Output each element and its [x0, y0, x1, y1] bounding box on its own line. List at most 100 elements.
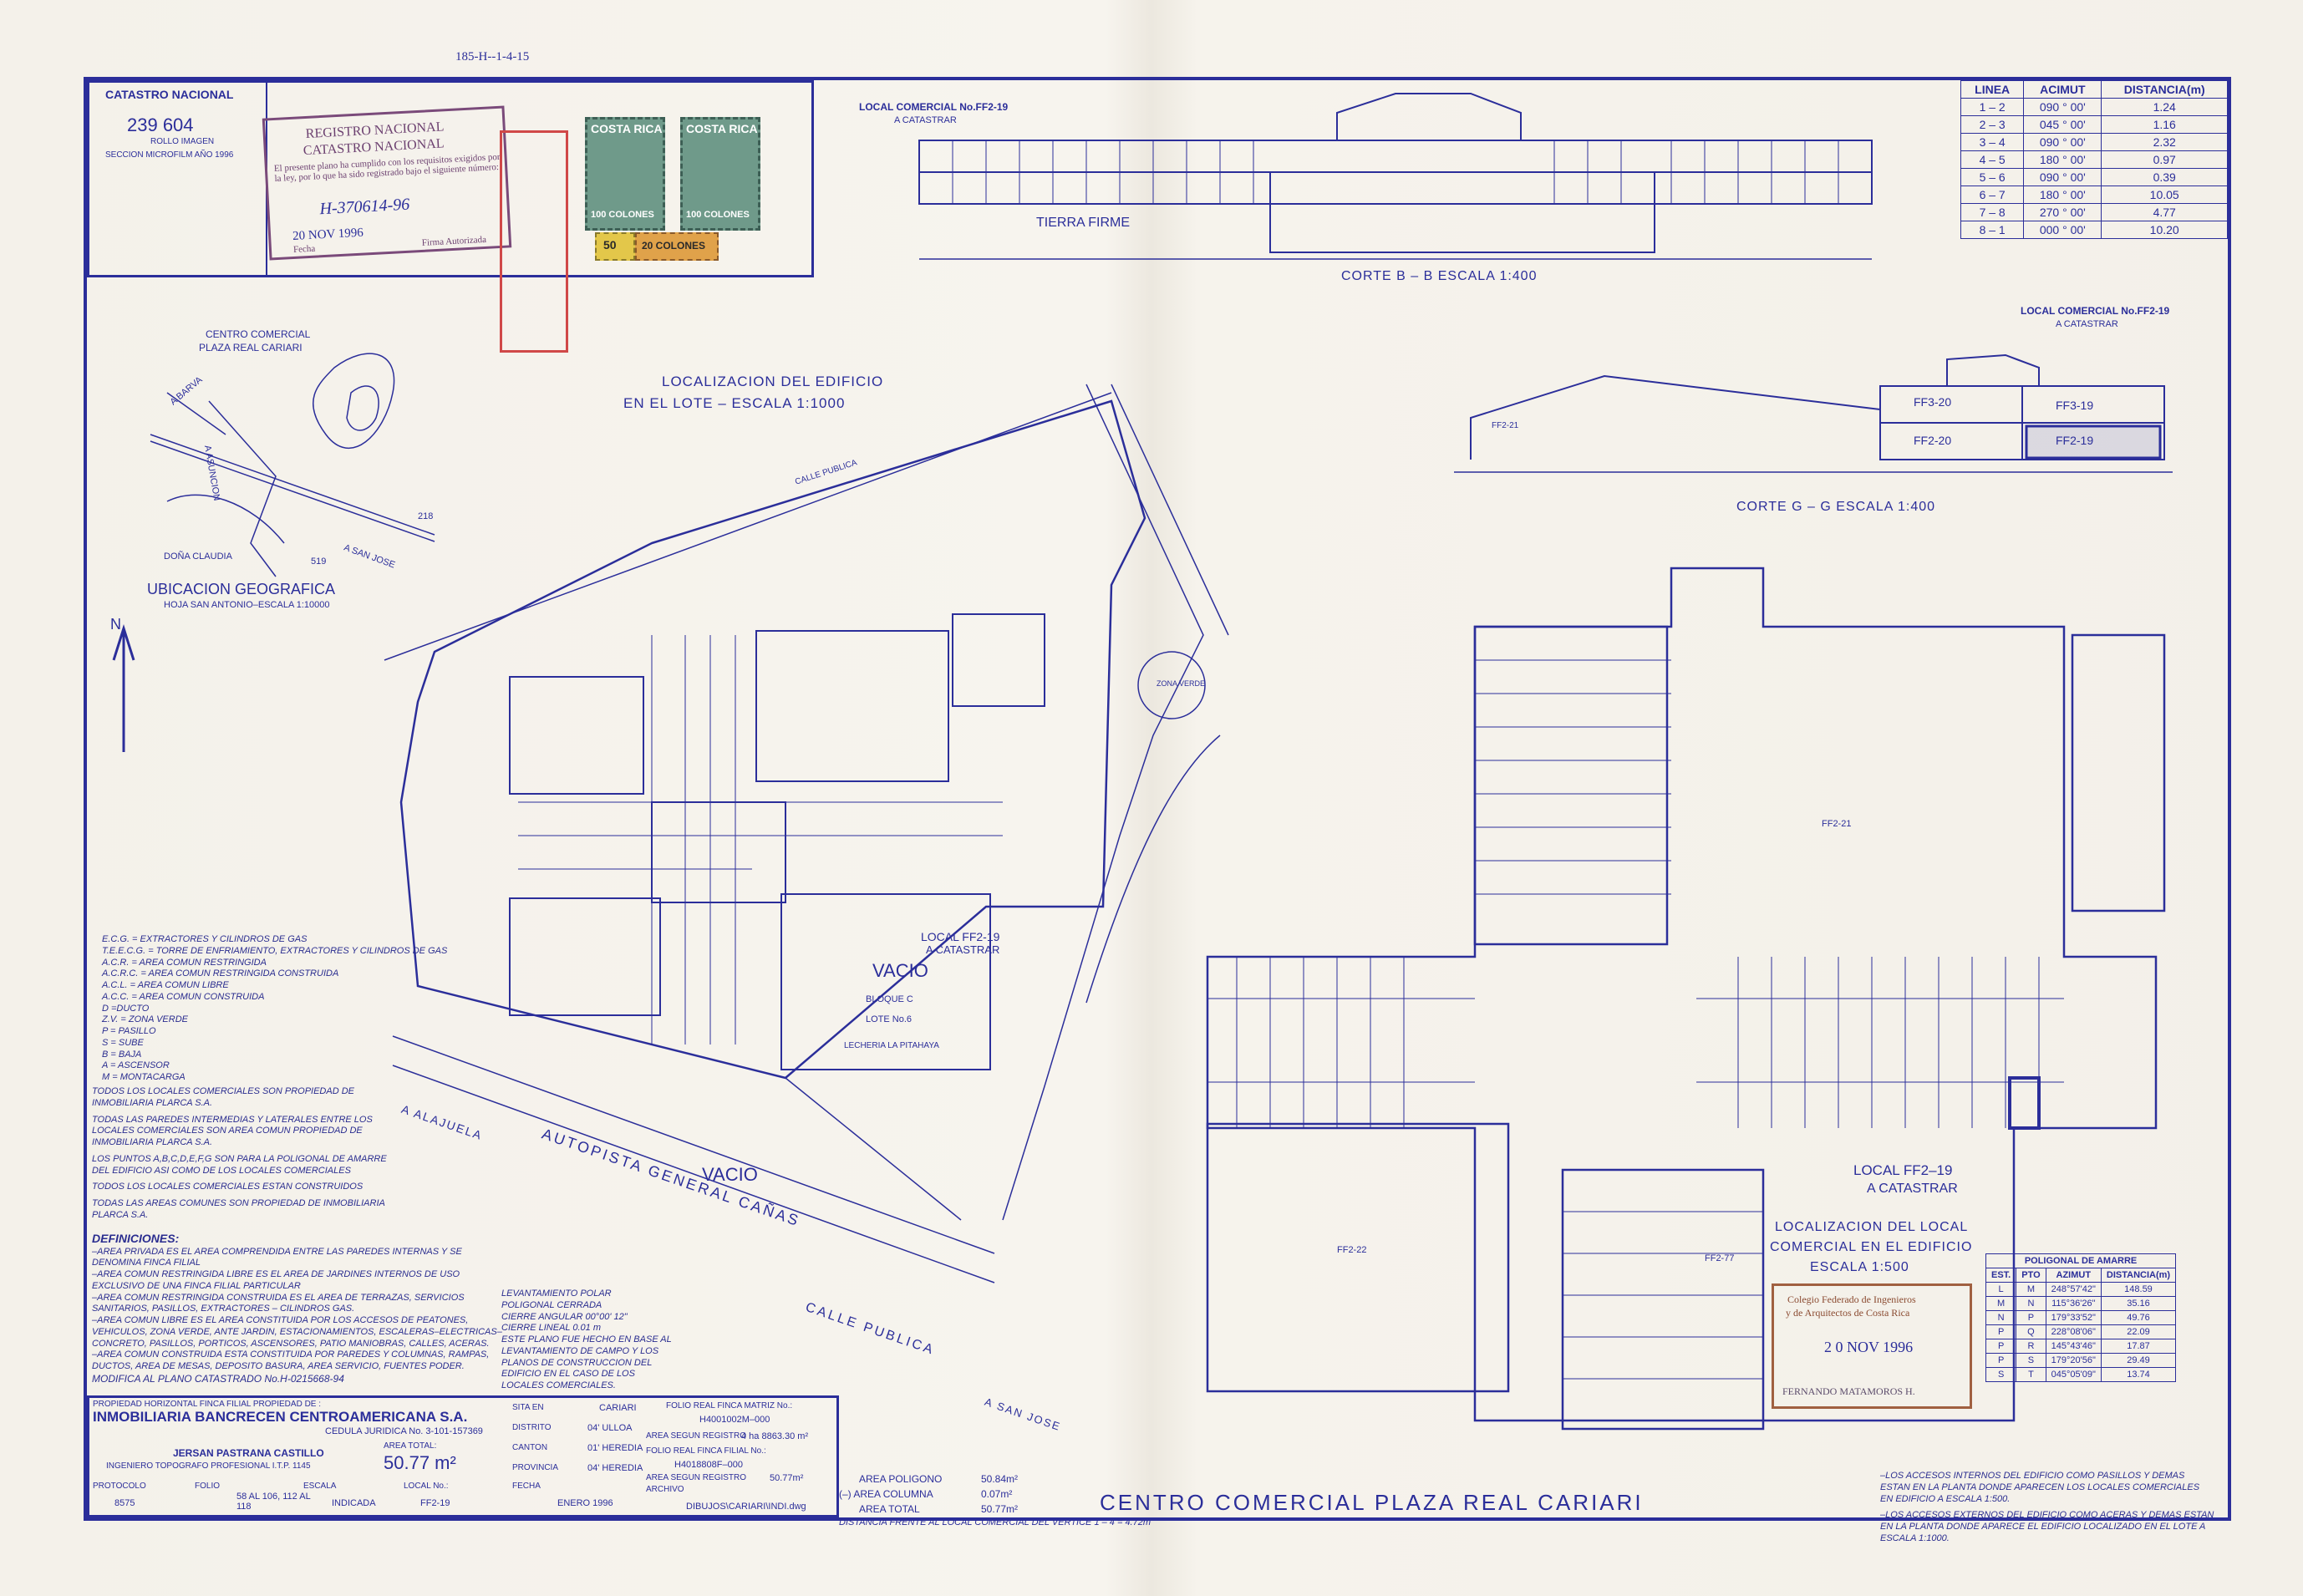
- poligonal-cell: R: [2016, 1339, 2046, 1354]
- rumbos-cell: 1.16: [2101, 115, 2228, 134]
- bottom-note-item: –LOS ACCESOS EXTERNOS DEL EDIFICIO COMO …: [1880, 1510, 2214, 1543]
- legend-item: A.C.C. = AREA COMUN CONSTRUIDA: [102, 991, 265, 1002]
- registro-firma-label: Firma Autorizada: [421, 234, 487, 248]
- floor-unit-ff2-21: FF2-21: [1822, 819, 1852, 829]
- ubicacion-subtitle: HOJA SAN ANTONIO–ESCALA 1:10000: [164, 600, 330, 610]
- tb-area-registro-2: 50.77m²: [770, 1473, 804, 1483]
- bb-ground-label: TIERRA FIRME: [1036, 216, 1131, 230]
- tb-folio-matriz-label: FOLIO REAL FINCA MATRIZ No.:: [666, 1401, 793, 1410]
- rumbos-cell: 3 – 4: [1960, 133, 2025, 151]
- lote-local-sub: A CATASTRAR: [926, 943, 1000, 956]
- timbre-brand-2: COSTA RICA: [686, 122, 758, 135]
- colegio-line2: y de Arquitectos de Costa Rica: [1786, 1307, 1910, 1319]
- rumbos-cell: 180 ° 00': [2023, 150, 2102, 169]
- registro-fecha-label: Fecha: [292, 243, 316, 255]
- main-title: CENTRO COMERCIAL PLAZA REAL CARIARI: [1100, 1490, 1644, 1515]
- tb-local-label: LOCAL No.:: [404, 1482, 449, 1491]
- floor-title-1: LOCALIZACION DEL LOCAL: [1775, 1220, 1969, 1234]
- lote-lecheria: LECHERIA LA PITAHAYA: [844, 1041, 939, 1050]
- rumbos-cell: 10.20: [2101, 221, 2228, 239]
- ubicacion-label-dona-claudia: DOÑA CLAUDIA: [164, 551, 232, 562]
- poligonal-cell: S: [2016, 1353, 2046, 1368]
- lote-vacio-2: VACIO: [702, 1164, 758, 1185]
- gg-unit-ff2-21: FF2-21: [1492, 421, 1519, 430]
- definiciones-modifica: MODIFICA AL PLANO CATASTRADO No.H-021566…: [92, 1372, 344, 1385]
- general-notes: TODOS LOS LOCALES COMERCIALES SON PROPIE…: [92, 1086, 393, 1222]
- tb-archivo-label: ARCHIVO: [646, 1485, 684, 1494]
- abbreviation-legend: E.C.G. = EXTRACTORES Y CILINDROS DE GAS …: [102, 934, 447, 1084]
- rumbos-cell: 180 ° 00': [2023, 186, 2102, 204]
- north-arrow-label: N: [110, 616, 121, 633]
- poligonal-cell: P: [1985, 1339, 2017, 1354]
- lote-title-2: EN EL LOTE – ESCALA 1:1000: [623, 395, 846, 411]
- tb-distrito: 04' ULLOA: [587, 1423, 633, 1433]
- registro-date: 20 NOV 1996: [292, 226, 364, 243]
- poligonal-cell: 35.16: [2100, 1296, 2177, 1311]
- poligonal-header-azimut: AZIMUT: [2045, 1268, 2102, 1283]
- rumbos-cell: 1.24: [2101, 98, 2228, 116]
- rumbos-cell: 1 – 2: [1960, 98, 2025, 116]
- area-poligono: 50.84m²: [981, 1473, 1019, 1485]
- tb-protocolo-label: PROTOCOLO: [93, 1482, 146, 1491]
- poligonal-cell: 179°20'56": [2045, 1353, 2102, 1368]
- tb-folio-label: FOLIO: [195, 1482, 221, 1491]
- floor-local-label: LOCAL FF2–19: [1853, 1162, 1953, 1178]
- poligonal-cell: N: [1985, 1310, 2017, 1325]
- poligonal-cell: 248°57'42": [2045, 1282, 2102, 1297]
- lote-zona-verde: ZONA VERDE: [1157, 679, 1206, 688]
- area-total: 50.77m²: [981, 1503, 1019, 1515]
- gg-catastrar-label: A CATASTRAR: [2056, 319, 2118, 329]
- rumbos-cell: 045 ° 00': [2023, 115, 2102, 134]
- red-registry-stamp: [500, 130, 568, 353]
- rumbos-header-acimut: ACIMUT: [2023, 80, 2102, 99]
- note-item: TODOS LOS LOCALES COMERCIALES ESTAN CONS…: [92, 1182, 363, 1192]
- definicion-item: –AREA COMUN RESTRINGIDA CONSTRUIDA ES EL…: [92, 1292, 465, 1314]
- tb-provincia-label: PROVINCIA: [512, 1463, 559, 1472]
- rumbos-cell: 0.39: [2101, 168, 2228, 186]
- poligonal-cell: M: [2016, 1282, 2046, 1297]
- poligonal-cell: N: [2016, 1296, 2046, 1311]
- ubicacion-title: UBICACION GEOGRAFICA: [147, 581, 336, 597]
- lote-vacio-1: VACIO: [872, 960, 928, 981]
- sheet-border: [84, 77, 2231, 1521]
- poligonal-cell: M: [1985, 1296, 2017, 1311]
- levantamiento-notes: LEVANTAMIENTO POLAR POLIGONAL CERRADA CI…: [501, 1288, 677, 1392]
- bb-catastrar-label: A CATASTRAR: [894, 115, 957, 125]
- levantamiento-item: CIERRE LINEAL 0.01 m: [501, 1323, 602, 1334]
- poligonal-cell: 17.87: [2100, 1339, 2177, 1354]
- tb-area-registro-label: AREA SEGUN REGISTRO: [646, 1431, 747, 1441]
- bottom-notes: –LOS ACCESOS INTERNOS DEL EDIFICIO COMO …: [1880, 1471, 2214, 1545]
- gg-unit-ff3-19: FF3-19: [2056, 399, 2094, 412]
- definiciones-block: DEFINICIONES: –AREA PRIVADA ES EL AREA C…: [92, 1232, 510, 1385]
- poligonal-cell: Q: [2016, 1324, 2046, 1339]
- timbre-value-2: 100 COLONES: [686, 210, 750, 220]
- tb-protocolo: 8575: [114, 1498, 135, 1508]
- registro-nacional-stamp: REGISTRO NACIONAL CATASTRO NACIONAL El p…: [262, 105, 512, 261]
- catastro-rollo: ROLLO IMAGEN: [150, 137, 215, 146]
- rumbos-cell: 4 – 5: [1960, 150, 2025, 169]
- rumbos-cell: 0.97: [2101, 150, 2228, 169]
- poligonal-cell: 13.74: [2100, 1367, 2177, 1382]
- gg-unit-ff2-20: FF2-20: [1914, 434, 1952, 447]
- gg-section-title: CORTE G – G ESCALA 1:400: [1736, 500, 1936, 514]
- timbre-value-1: 100 COLONES: [591, 210, 654, 220]
- tb-escala-label: ESCALA: [303, 1482, 337, 1491]
- tb-surveyor: JERSAN PASTRANA CASTILLO: [173, 1447, 324, 1459]
- rumbos-cell: 090 ° 00': [2023, 168, 2102, 186]
- legend-item: B = BAJA: [102, 1049, 142, 1060]
- lote-bloque: BLOQUE C: [866, 994, 913, 1004]
- poligonal-title: POLIGONAL DE AMARRE: [1985, 1253, 2177, 1268]
- tb-area-value: 50.77 m²: [384, 1452, 456, 1473]
- rumbos-cell: 2 – 3: [1960, 115, 2025, 134]
- definiciones-title: DEFINICIONES:: [92, 1232, 180, 1245]
- stamp-timbre-4: 20 COLONES: [635, 232, 719, 261]
